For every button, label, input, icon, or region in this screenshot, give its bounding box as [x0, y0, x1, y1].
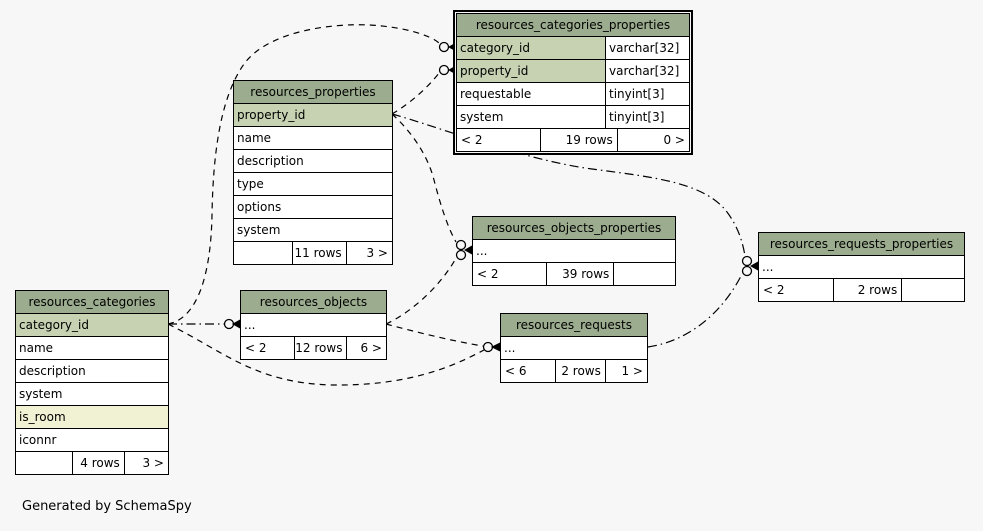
row-count: 39 rows [545, 263, 615, 285]
parent-count: < 2 [477, 267, 499, 281]
column-row: system [16, 383, 168, 406]
child-count [614, 263, 675, 285]
child-count: 6 > [360, 341, 382, 355]
table-resources-requests-properties: resources_requests_properties ... < 2 2 … [758, 232, 965, 302]
table-footer: < 2 39 rows [473, 263, 675, 285]
row-count: 11 rows [291, 242, 347, 264]
table-title[interactable]: resources_categories_properties [457, 14, 689, 37]
table-footer: < 2 19 rows 0 > [457, 129, 689, 151]
parent-count [234, 242, 292, 264]
column-name: options [237, 200, 282, 214]
crowfoot-endpoint-requests [482, 341, 500, 353]
child-count: 3 > [366, 246, 388, 260]
column-type: tinyint[3] [605, 106, 689, 128]
table-title[interactable]: resources_objects_properties [473, 217, 675, 240]
crowfoot-endpoint-requests-properties [741, 255, 758, 277]
column-type: varchar[32] [605, 37, 689, 59]
column-row: category_id [16, 314, 168, 337]
column-row: description [234, 150, 392, 173]
column-row: system tinyint[3] [457, 106, 689, 129]
parent-count: < 2 [763, 283, 785, 297]
table-footer: < 2 2 rows [759, 279, 964, 301]
column-name: type [237, 177, 264, 191]
parent-count [16, 452, 72, 474]
child-count [902, 279, 964, 301]
column-row: requestable tinyint[3] [457, 83, 689, 106]
child-count: 3 > [142, 456, 164, 470]
table-title[interactable]: resources_requests [501, 314, 647, 337]
crowfoot-endpoint-objects-properties [455, 239, 472, 261]
crowfoot-endpoint-property-id [438, 64, 456, 76]
column-name: description [19, 364, 86, 378]
relationship-line-properties-to-categories-properties [391, 72, 440, 115]
child-count: 1 > [621, 364, 643, 378]
relationship-line-objects-to-requests [385, 323, 484, 347]
column-name: is_room [16, 406, 168, 428]
column-name: system [19, 387, 63, 401]
table-footer: 4 rows 3 > [16, 452, 168, 474]
column-type: varchar[32] [605, 60, 689, 82]
table-title[interactable]: resources_properties [234, 81, 392, 104]
crowfoot-endpoint-category-id [438, 41, 456, 53]
column-row: iconnr [16, 429, 168, 452]
parent-count: < 6 [505, 364, 527, 378]
row-count: 2 rows [832, 279, 903, 301]
column-row: type [234, 173, 392, 196]
column-row: description [16, 360, 168, 383]
collapsed-columns: ... [476, 244, 488, 258]
generator-caption: Generated by SchemaSpy [22, 499, 192, 514]
column-name: system [460, 110, 504, 124]
column-row: ... [473, 240, 675, 263]
crowfoot-endpoint-objects [223, 318, 240, 330]
row-count: 4 rows [71, 452, 125, 474]
column-name: property_id [457, 60, 605, 82]
parent-count: < 2 [245, 341, 267, 355]
table-title[interactable]: resources_objects [241, 291, 386, 314]
relationship-line-properties-to-objects-properties [391, 113, 457, 243]
column-name: iconnr [19, 433, 57, 447]
column-name: property_id [234, 104, 392, 126]
relationship-line-objects-to-objects-properties [385, 259, 456, 325]
table-title[interactable]: resources_categories [16, 291, 168, 314]
column-row: options [234, 196, 392, 219]
table-footer: 11 rows 3 > [234, 242, 392, 264]
column-row: name [16, 337, 168, 360]
row-count: 2 rows [554, 360, 606, 382]
column-row: category_id varchar[32] [457, 37, 689, 60]
column-row: system [234, 219, 392, 242]
table-title[interactable]: resources_requests_properties [759, 233, 964, 256]
table-resources-properties: resources_properties property_id name de… [233, 80, 393, 265]
collapsed-columns: ... [244, 318, 256, 332]
column-name: name [237, 131, 272, 145]
column-row: name [234, 127, 392, 150]
column-name: description [237, 154, 304, 168]
column-name: name [19, 341, 54, 355]
column-row: is_room [16, 406, 168, 429]
column-row: ... [501, 337, 647, 360]
table-resources-objects-properties: resources_objects_properties ... < 2 39 … [472, 216, 676, 286]
collapsed-columns: ... [504, 341, 516, 355]
child-count: 0 > [663, 133, 685, 147]
column-type: tinyint[3] [605, 83, 689, 105]
collapsed-columns: ... [762, 260, 774, 274]
parent-count: < 2 [461, 133, 483, 147]
column-name: system [237, 223, 281, 237]
column-name: category_id [16, 314, 168, 336]
relationship-line-requests-to-requests-properties [647, 275, 742, 348]
column-row: ... [241, 314, 386, 337]
column-row: property_id [234, 104, 392, 127]
table-resources-categories: resources_categories category_id name de… [15, 290, 169, 475]
row-count: 12 rows [294, 337, 348, 359]
table-resources-categories-properties: resources_categories_properties category… [456, 13, 690, 152]
row-count: 19 rows [539, 129, 618, 151]
column-row: property_id varchar[32] [457, 60, 689, 83]
column-row: ... [759, 256, 964, 279]
column-name: category_id [457, 37, 605, 59]
table-footer: < 2 12 rows 6 > [241, 337, 386, 359]
table-resources-objects: resources_objects ... < 2 12 rows 6 > [240, 290, 387, 360]
table-resources-requests: resources_requests ... < 6 2 rows 1 > [500, 313, 648, 383]
table-footer: < 6 2 rows 1 > [501, 360, 647, 382]
column-name: requestable [460, 87, 532, 101]
